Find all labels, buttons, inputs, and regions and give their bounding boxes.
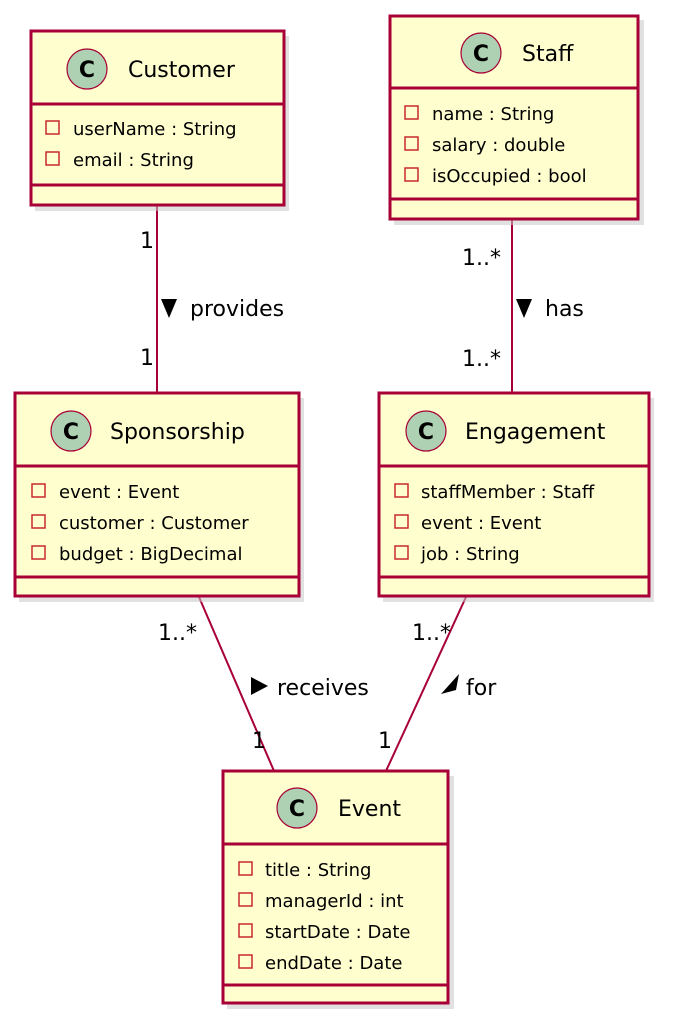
staff-attr-0-private-icon — [404, 105, 419, 120]
event-attr-3-private-icon — [238, 954, 253, 969]
sponsorship-attr-0-private-icon — [31, 483, 46, 498]
sponsorship-attr-2-private-icon — [31, 545, 46, 560]
for-direction-arrow-icon — [441, 674, 459, 694]
class-engagement[interactable]: C Engagement staffMember : Staff event :… — [377, 391, 654, 602]
event-attr-2-private-icon — [238, 923, 253, 938]
staff-attr-2: isOccupied : bool — [432, 166, 587, 187]
class-customer-name: Customer — [128, 58, 236, 83]
engagement-attr-1-private-icon — [394, 514, 409, 529]
engagement-attr-0: staffMember : Staff — [421, 482, 595, 503]
class-engagement-circle-c-icon — [405, 410, 447, 452]
association-receives: 1..* 1 receives — [158, 596, 369, 772]
sponsorship-attr-0: event : Event — [59, 482, 179, 503]
class-event-box — [221, 769, 450, 1005]
sponsorship-attr-2: budget : BigDecimal — [59, 544, 243, 565]
event-attr-1-private-icon — [238, 892, 253, 907]
staff-attr-1-private-icon — [404, 136, 419, 151]
has-label: has — [545, 297, 584, 322]
class-sponsorship-circle-c-icon — [50, 410, 92, 452]
for-source-multiplicity: 1..* — [412, 621, 451, 646]
class-staff-circle-c-icon — [460, 32, 502, 74]
customer-attr-0: userName : String — [73, 119, 237, 140]
engagement-attr-0-private-icon — [394, 483, 409, 498]
class-engagement-name: Engagement — [465, 420, 606, 445]
sponsorship-attr-1: customer : Customer — [59, 513, 249, 534]
provides-label: provides — [190, 297, 284, 322]
has-source-multiplicity: 1..* — [462, 246, 501, 271]
class-engagement-stereotype-letter: C — [418, 420, 434, 445]
association-receives-line — [198, 596, 275, 772]
staff-attr-1: salary : double — [432, 135, 565, 156]
provides-target-multiplicity: 1 — [140, 346, 154, 371]
class-sponsorship-name: Sponsorship — [110, 420, 245, 445]
class-customer-circle-c-icon — [66, 48, 108, 90]
association-for-line — [385, 596, 467, 772]
engagement-attr-2: job : String — [420, 544, 520, 565]
receives-label: receives — [277, 676, 369, 701]
for-label: for — [466, 676, 497, 701]
has-direction-arrow-icon — [516, 299, 532, 318]
event-attr-1: managerId : int — [265, 891, 404, 912]
has-target-multiplicity: 1..* — [462, 347, 501, 372]
class-event-circle-c-icon — [276, 787, 318, 829]
event-attr-0-private-icon — [238, 861, 253, 876]
class-sponsorship-stereotype-letter: C — [63, 420, 79, 445]
event-attr-2: startDate : Date — [265, 922, 410, 943]
receives-target-multiplicity: 1 — [252, 729, 266, 754]
provides-source-multiplicity: 1 — [140, 229, 154, 254]
class-event[interactable]: C Event title : String managerId : int s… — [221, 769, 454, 1009]
class-customer-box — [29, 29, 286, 207]
class-staff-stereotype-letter: C — [473, 42, 489, 67]
class-event-stereotype-letter: C — [289, 797, 305, 822]
receives-direction-arrow-icon — [251, 677, 268, 695]
class-staff[interactable]: C Staff name : String salary : double is… — [388, 14, 644, 225]
customer-attr-0-private-icon — [45, 120, 60, 135]
customer-attr-1-private-icon — [45, 151, 60, 166]
provides-direction-arrow-icon — [161, 299, 177, 318]
class-customer[interactable]: C Customer userName : String email : Str… — [29, 29, 289, 211]
class-staff-name: Staff — [522, 42, 574, 67]
staff-attr-2-private-icon — [404, 167, 419, 182]
sponsorship-attr-1-private-icon — [31, 514, 46, 529]
engagement-attr-1: event : Event — [421, 513, 541, 534]
association-has: 1..* 1..* has — [462, 220, 584, 393]
class-sponsorship[interactable]: C Sponsorship event : Event customer : C… — [13, 391, 304, 602]
engagement-attr-2-private-icon — [394, 545, 409, 560]
class-customer-stereotype-letter: C — [79, 58, 95, 83]
event-attr-3: endDate : Date — [265, 953, 402, 974]
staff-attr-0: name : String — [432, 104, 554, 125]
for-target-multiplicity: 1 — [378, 729, 392, 754]
receives-source-multiplicity: 1..* — [158, 621, 197, 646]
class-staff-box — [388, 14, 640, 221]
customer-attr-1: email : String — [73, 150, 194, 171]
association-for: 1..* 1 for — [378, 596, 497, 772]
event-attr-0: title : String — [265, 860, 371, 881]
class-event-name: Event — [338, 797, 401, 822]
association-provides: 1 1 provides — [140, 206, 284, 393]
